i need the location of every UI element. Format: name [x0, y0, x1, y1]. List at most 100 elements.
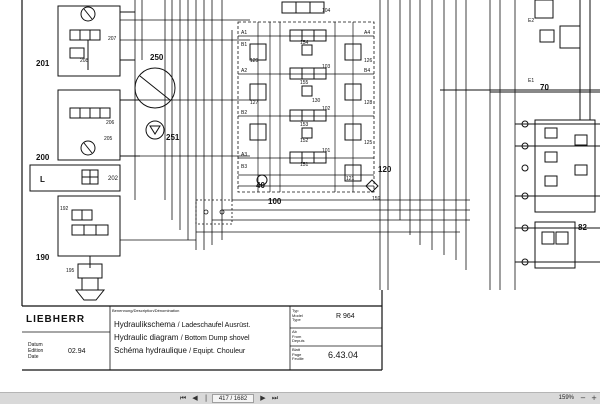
label-250: 250	[150, 53, 164, 62]
title-en-main: Hydraulic diagram	[114, 333, 179, 342]
label-207: 207	[108, 36, 117, 42]
description-header: Benennung/Description/Dénomination	[112, 308, 180, 313]
zoom-level[interactable]: 159%	[558, 395, 574, 401]
label-202: 202	[108, 176, 119, 182]
port-A3: A3	[241, 152, 247, 158]
title-block-lines	[22, 306, 382, 370]
drawing-frame	[21, 0, 383, 371]
type-label-de: Typ	[292, 308, 299, 313]
date-labels: Datum Edition Date	[28, 342, 43, 360]
title-en-sub: / Bottom Dump shovel	[180, 335, 250, 342]
motor-250	[134, 67, 176, 140]
label-100: 100	[268, 197, 282, 206]
from-label-en: From	[292, 333, 302, 339]
label-70: 70	[540, 83, 549, 92]
title-fr-sub: / Equipt. Chouleur	[189, 348, 246, 355]
label-101: 101	[322, 148, 331, 154]
nav-separator-icon: |	[204, 394, 208, 402]
port-A4: A4	[364, 30, 370, 36]
from-label-fr: Depuis	[292, 338, 305, 343]
title-de-sub: / Ladeschaufel Ausrüst.	[177, 322, 251, 329]
label-82: 82	[578, 223, 587, 232]
port-B2: B2	[241, 110, 247, 116]
label-201: 201	[36, 59, 50, 68]
label-206: 206	[106, 120, 115, 126]
label-151: 151	[300, 162, 309, 168]
date-label-de: Datum	[28, 342, 43, 348]
connector-block	[195, 199, 233, 225]
title-line-de: Hydraulikschema / Ladeschaufel Ausrüst.	[114, 320, 250, 329]
port-A1: A1	[241, 30, 247, 36]
label-190: 190	[36, 253, 50, 262]
zoom-in-icon[interactable]: +	[591, 394, 597, 402]
diagram-labels: 201 200 190 250 251 202 L 40 100 120 70 …	[36, 8, 587, 274]
page-label-en: Page	[292, 351, 302, 357]
title-fr-main: Schéma hydraulique	[114, 346, 187, 355]
label-159: 159	[372, 196, 381, 202]
label-L: L	[40, 175, 45, 184]
label-40: 40	[256, 181, 265, 190]
label-251: 251	[166, 133, 180, 142]
date-label-fr: Date	[28, 354, 39, 360]
label-126: 126	[364, 58, 373, 64]
label-155: 155	[300, 80, 309, 86]
bus-lines	[120, 0, 516, 290]
page-labels: Blatt Page Feuille	[292, 347, 304, 362]
sheet-number: 6.43.04	[328, 350, 359, 360]
label-195: 195	[66, 268, 75, 274]
type-label-fr: Type	[292, 317, 301, 322]
viewer-status-bar: ⏮ ◀ | 417 / 1682 ▶ ⏭ 159% − +	[0, 392, 600, 404]
port-B1: B1	[241, 42, 247, 48]
type-labels: Typ Model Type	[292, 308, 303, 323]
title-block: LIEBHERR Benennung/Description/Dénominat…	[22, 306, 382, 368]
liebherr-logo: LIEBHERR	[26, 314, 86, 325]
right-components	[440, 0, 600, 269]
page-label-de: Blatt	[292, 347, 301, 352]
document-viewport: 201 200 190 250 251 202 L 40 100 120 70 …	[21, 0, 600, 371]
label-104: 104	[322, 8, 331, 14]
port-A2: A2	[241, 68, 247, 74]
label-102: 102	[322, 106, 331, 112]
from-labels: Ab From Depuis	[292, 329, 305, 344]
type-label-en: Model	[292, 312, 303, 318]
label-125: 125	[364, 140, 373, 146]
prev-page-icon[interactable]: ◀	[192, 394, 198, 402]
last-page-icon[interactable]: ⏭	[271, 394, 279, 402]
title-de-main: Hydraulikschema	[114, 320, 176, 329]
valve-spools	[281, 1, 327, 164]
from-label-de: Ab	[292, 329, 297, 334]
circuit-190	[57, 195, 121, 301]
port-E1: E1	[528, 78, 534, 84]
port-B4: B4	[364, 68, 370, 74]
port-B3: B3	[241, 164, 247, 170]
date-value: 02.94	[68, 348, 86, 355]
valve-block-frame	[237, 21, 375, 193]
next-page-icon[interactable]: ▶	[260, 394, 266, 402]
label-154: 154	[300, 40, 309, 46]
circuit-200	[57, 89, 140, 161]
valve-connections	[238, 22, 374, 192]
label-192: 192	[60, 206, 69, 212]
circuit-201	[57, 5, 135, 77]
label-200: 200	[36, 153, 50, 162]
page-indicator-input[interactable]: 417 / 1682	[212, 394, 254, 403]
port-E2: E2	[528, 18, 534, 24]
label-205: 205	[104, 136, 113, 142]
label-128: 128	[364, 100, 373, 106]
label-103: 103	[322, 64, 331, 70]
label-127: 127	[250, 100, 259, 106]
page-label-fr: Feuille	[292, 356, 304, 361]
label-208: 208	[80, 58, 89, 64]
label-153: 153	[300, 122, 309, 128]
date-label-en: Edition	[28, 348, 44, 354]
type-value: R 964	[336, 313, 355, 320]
zoom-out-icon[interactable]: −	[580, 394, 586, 402]
hydraulic-diagram: 201 200 190 250 251 202 L 40 100 120 70 …	[21, 0, 600, 371]
first-page-icon[interactable]: ⏮	[179, 394, 187, 402]
title-line-en: Hydraulic diagram / Bottom Dump shovel	[114, 333, 250, 342]
label-152: 152	[300, 138, 309, 144]
label-121: 121	[346, 176, 355, 182]
label-120: 120	[378, 165, 392, 174]
title-line-fr: Schéma hydraulique / Equipt. Chouleur	[114, 346, 245, 355]
label-129: 129	[250, 58, 259, 64]
